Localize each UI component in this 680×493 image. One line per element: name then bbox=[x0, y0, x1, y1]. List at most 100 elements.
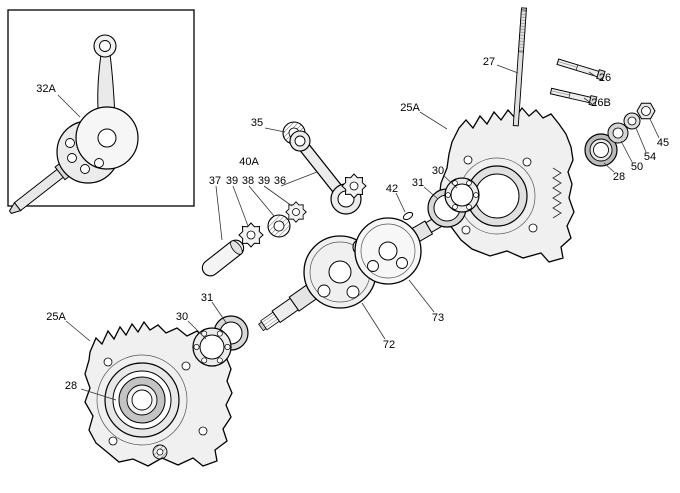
part-label-31-left: 31 bbox=[201, 292, 213, 304]
bearing-ball bbox=[216, 357, 223, 364]
leader-line bbox=[496, 64, 519, 74]
bearing-ball bbox=[473, 192, 479, 198]
oil-seal-right-bore bbox=[593, 142, 609, 158]
crank-pin-end bbox=[230, 240, 243, 255]
part-label-40A: 40A bbox=[239, 156, 259, 168]
leader-line bbox=[263, 185, 293, 207]
crank-web-rim bbox=[360, 223, 416, 279]
leader-line bbox=[588, 71, 599, 79]
ball-bearing-left-bore bbox=[199, 334, 225, 360]
crankcase-bore-inner bbox=[474, 173, 520, 219]
leader-lines bbox=[57, 64, 660, 401]
connecting-rod-assembly bbox=[282, 121, 367, 215]
part-label-25A-right: 25A bbox=[400, 102, 420, 114]
part-label-42: 42 bbox=[386, 183, 398, 195]
part-label-25A-left: 25A bbox=[46, 311, 66, 323]
bearing-ball bbox=[452, 180, 458, 186]
nut-45-bore bbox=[641, 106, 651, 116]
balance-hole bbox=[346, 285, 360, 299]
bearing-ball bbox=[466, 180, 472, 186]
bolt-26 bbox=[556, 58, 606, 81]
bolt-boss bbox=[522, 157, 532, 167]
inset-balance-hole bbox=[94, 158, 104, 168]
washer-50-bore bbox=[612, 127, 624, 139]
fasteners-group bbox=[512, 7, 606, 127]
bolt-26B bbox=[549, 87, 598, 107]
inset-balance-hole bbox=[80, 164, 90, 174]
crankcase-teeth-edge bbox=[552, 167, 562, 219]
woodruff-key bbox=[402, 211, 414, 221]
leader-line bbox=[583, 97, 593, 105]
thrust-washer-bore bbox=[246, 230, 256, 240]
leader-line bbox=[395, 192, 406, 213]
inset-crank-hub bbox=[97, 128, 117, 148]
leader-line bbox=[187, 320, 207, 340]
crankcase-half-right bbox=[427, 106, 575, 263]
bearing-ball bbox=[445, 192, 451, 198]
leader-line bbox=[423, 186, 439, 200]
part-label-72: 72 bbox=[383, 339, 395, 351]
bolt-boss bbox=[528, 223, 538, 233]
part-label-26B: 26B bbox=[591, 97, 611, 109]
inset-balance-hole bbox=[67, 153, 77, 163]
part-labels: 32A 35 40A 37 39 38 39 36 27 26 26B 25A … bbox=[36, 56, 669, 392]
bolt-boss bbox=[463, 155, 473, 165]
part-label-39b: 39 bbox=[258, 175, 270, 187]
balance-hole bbox=[367, 260, 379, 272]
part-label-36: 36 bbox=[274, 175, 286, 187]
bearing-boss-ring bbox=[96, 354, 188, 446]
part-label-35: 35 bbox=[251, 117, 263, 129]
thrust-washer-bore bbox=[349, 181, 359, 191]
bearing-ball bbox=[201, 330, 208, 337]
leader-line bbox=[649, 118, 660, 139]
leader-line bbox=[248, 185, 275, 217]
leader-line bbox=[620, 140, 633, 163]
leader-line bbox=[65, 320, 91, 342]
balance-hole bbox=[396, 257, 408, 269]
balance-hole bbox=[317, 284, 331, 298]
leader-line bbox=[361, 302, 386, 340]
leader-line bbox=[419, 111, 448, 130]
bearing-ball bbox=[224, 344, 231, 350]
leader-line bbox=[408, 279, 435, 313]
crank-web-hub bbox=[328, 260, 352, 284]
big-end-small-parts-group bbox=[201, 201, 307, 277]
part-label-26: 26 bbox=[599, 72, 611, 84]
leader-line bbox=[232, 185, 249, 227]
installed-seal-bore bbox=[131, 389, 153, 411]
leader-line bbox=[442, 174, 458, 189]
inset-crankshaft-assembly bbox=[7, 9, 195, 214]
part-label-39a: 39 bbox=[226, 175, 238, 187]
bolt-boss bbox=[103, 357, 113, 367]
part-label-32A: 32A bbox=[36, 83, 56, 95]
part-label-37: 37 bbox=[209, 175, 221, 187]
inset-shaft-tip bbox=[8, 201, 22, 214]
rod-small-end-bore bbox=[294, 135, 306, 147]
part-label-30-right: 30 bbox=[432, 165, 444, 177]
crankshaft-half-right bbox=[354, 211, 453, 285]
bolt-boss bbox=[181, 361, 191, 371]
part-label-30-left: 30 bbox=[176, 311, 188, 323]
leader-line bbox=[57, 94, 81, 118]
oil-pump-gear-bore bbox=[156, 448, 164, 456]
part-label-31-right: 31 bbox=[412, 177, 424, 189]
bearing-ball bbox=[452, 204, 458, 210]
leader-line bbox=[635, 127, 647, 153]
stud-27 bbox=[512, 7, 527, 127]
ball-bearing-right-bore bbox=[450, 183, 474, 207]
seal-washer-nut-stack bbox=[584, 102, 656, 167]
part-label-27: 27 bbox=[483, 56, 495, 68]
bearing-ball bbox=[216, 330, 223, 337]
leader-line bbox=[603, 162, 615, 173]
washer-54-bore bbox=[627, 116, 637, 126]
crank-web-hub bbox=[378, 241, 398, 261]
bolt-boss bbox=[198, 426, 208, 436]
part-label-50: 50 bbox=[631, 161, 643, 173]
bolt-thread bbox=[556, 58, 579, 71]
crank-pin bbox=[201, 239, 245, 277]
stud-thread bbox=[518, 9, 527, 53]
part-label-28-right: 28 bbox=[613, 171, 625, 183]
big-end-needle-bearing-bore bbox=[273, 220, 285, 232]
shaft-tip bbox=[258, 321, 267, 332]
